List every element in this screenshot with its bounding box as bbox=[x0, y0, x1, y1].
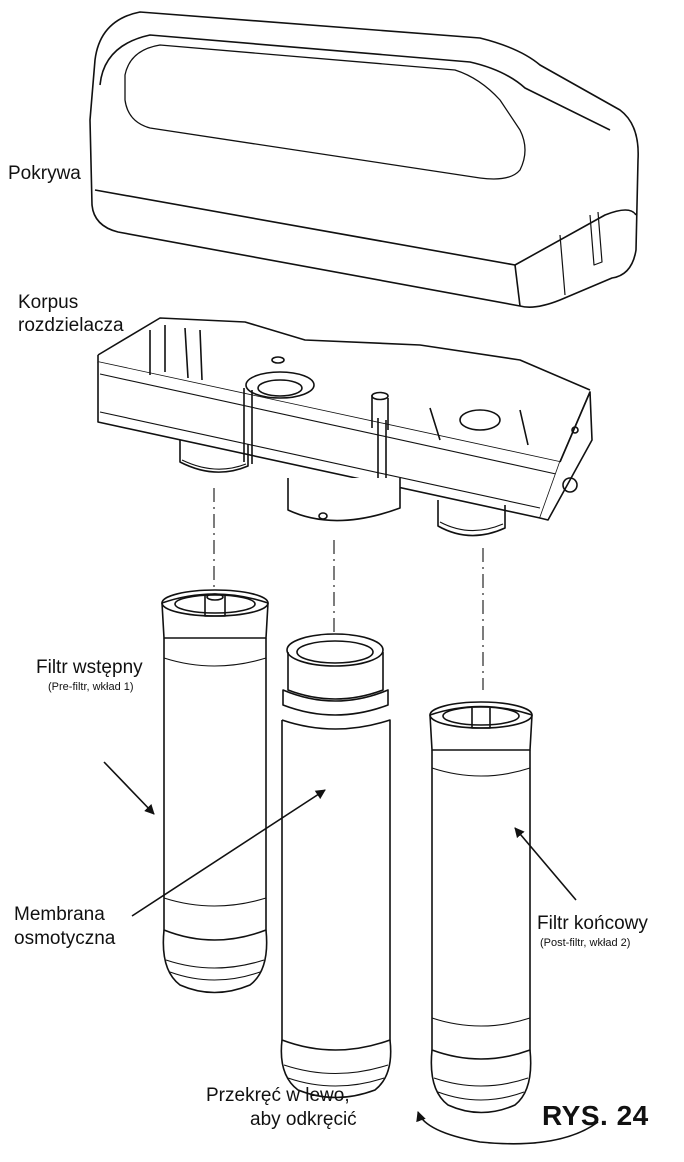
rotate-instruction-line1: Przekręć w lewo, bbox=[206, 1085, 350, 1106]
housing-label-line2: rozdzielacza bbox=[18, 315, 124, 336]
prefilter-label: Filtr wstępny bbox=[36, 657, 143, 678]
postfilter-sublabel: (Post-filtr, wkład 2) bbox=[540, 937, 631, 949]
membrane-cartridge bbox=[280, 633, 392, 1099]
prefilter-sublabel: (Pre-filtr, wkład 1) bbox=[48, 681, 134, 693]
cover-label: Pokrywa bbox=[8, 163, 81, 184]
figure-number: RYS. 24 bbox=[542, 1100, 649, 1131]
postfilter-label: Filtr końcowy bbox=[537, 913, 648, 934]
membrane-label-line1: Membrana bbox=[14, 904, 105, 925]
prefilter-cartridge bbox=[161, 589, 269, 994]
housing-label-line1: Korpus bbox=[18, 292, 79, 313]
leader-arrows bbox=[103, 761, 599, 1145]
alignment-lines bbox=[213, 488, 484, 690]
membrane-label-line2: osmotyczna bbox=[14, 928, 116, 949]
postfilter-cartridge bbox=[429, 701, 533, 1114]
rotate-instruction-line2: aby odkręcić bbox=[250, 1109, 357, 1130]
cover-part bbox=[89, 11, 639, 308]
manifold-housing-part bbox=[97, 317, 593, 537]
